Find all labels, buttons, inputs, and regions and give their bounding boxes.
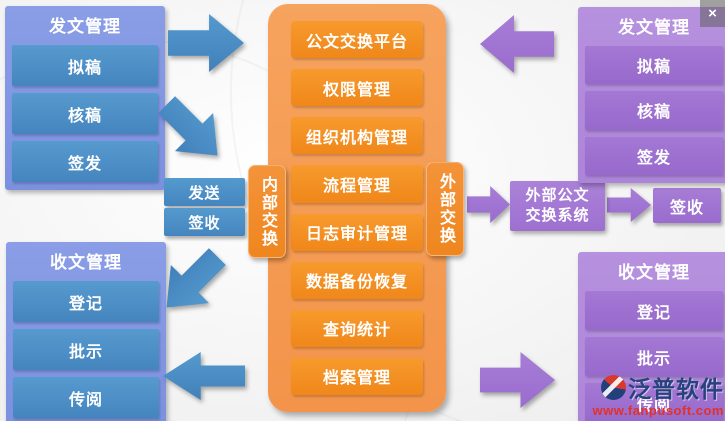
fanpu-watermark: 泛普软件 www.fanpusoft.com xyxy=(586,370,724,418)
left-incoming-item-register[interactable]: 登记 xyxy=(13,281,159,322)
arrow-platform-to-external-icon xyxy=(467,186,510,223)
left-outgoing-item-issue[interactable]: 签发 xyxy=(12,141,158,182)
close-button[interactable]: × xyxy=(700,0,725,27)
left-outgoing-title: 发文管理 xyxy=(49,17,121,36)
module-organization[interactable]: 组织机构管理 xyxy=(291,117,423,155)
module-archive[interactable]: 档案管理 xyxy=(291,357,423,395)
module-permissions[interactable]: 权限管理 xyxy=(291,69,423,107)
arrow-external-to-receipt-icon xyxy=(607,188,651,222)
right-outgoing-title: 发文管理 xyxy=(618,18,690,37)
fanpu-logo-icon xyxy=(601,374,626,400)
send-label-box[interactable]: 发送 xyxy=(164,178,245,206)
external-exchange-tab[interactable]: 外部交换 xyxy=(426,162,464,256)
left-outgoing-item-draft[interactable]: 拟稿 xyxy=(12,45,158,86)
external-system-line2: 交换系统 xyxy=(525,207,590,224)
right-incoming-item-register[interactable]: 登记 xyxy=(585,291,723,330)
left-outgoing-item-review[interactable]: 核稿 xyxy=(12,93,158,134)
right-outgoing-item-issue[interactable]: 签发 xyxy=(585,136,723,175)
right-incoming-item-instruct[interactable]: 批示 xyxy=(585,337,723,376)
right-incoming-title: 收文管理 xyxy=(618,263,690,282)
arrow-down-left-icon xyxy=(150,240,234,324)
module-query-stats[interactable]: 查询统计 xyxy=(291,309,423,347)
platform-panel: 公文交换平台 权限管理 组织机构管理 流程管理 日志审计管理 数据备份恢复 查询… xyxy=(268,4,446,412)
right-outgoing-item-review[interactable]: 核稿 xyxy=(585,91,723,130)
left-incoming-item-instruct[interactable]: 批示 xyxy=(13,329,159,370)
module-audit-log[interactable]: 日志审计管理 xyxy=(291,213,423,251)
arrow-platform-to-right-incoming-icon xyxy=(480,352,555,408)
right-sign-receipt-box[interactable]: 签收 xyxy=(653,188,721,223)
fanpu-url-text: www.fanpusoft.com xyxy=(592,403,724,418)
arrow-platform-to-incoming-icon xyxy=(163,352,245,400)
left-incoming-panel: 收文管理 登记 批示 传阅 xyxy=(6,242,166,421)
module-workflow[interactable]: 流程管理 xyxy=(291,165,423,203)
internal-exchange-tab[interactable]: 内部交换 xyxy=(248,165,286,258)
arrow-right-outgoing-to-platform-icon xyxy=(480,15,554,73)
fanpu-brand-text: 泛普软件 xyxy=(628,376,724,402)
arrow-outgoing-to-platform-icon xyxy=(168,14,244,72)
receive-label-box[interactable]: 签收 xyxy=(164,208,245,236)
module-backup-restore[interactable]: 数据备份恢复 xyxy=(291,261,423,299)
right-outgoing-panel: 发文管理 拟稿 核稿 签发 xyxy=(578,7,725,183)
left-incoming-title: 收文管理 xyxy=(50,253,122,272)
right-incoming-panel: 收文管理 登记 批示 传阅 xyxy=(578,252,725,421)
left-outgoing-panel: 发文管理 拟稿 核稿 签发 xyxy=(5,6,165,190)
right-outgoing-item-draft[interactable]: 拟稿 xyxy=(585,46,723,85)
external-system-line1: 外部公文 xyxy=(525,186,590,204)
left-incoming-item-circulate[interactable]: 传阅 xyxy=(13,377,159,418)
arrow-down-right-icon xyxy=(150,88,234,172)
module-platform[interactable]: 公文交换平台 xyxy=(291,21,423,59)
external-system-box[interactable]: 外部公文 交换系统 xyxy=(510,181,605,231)
